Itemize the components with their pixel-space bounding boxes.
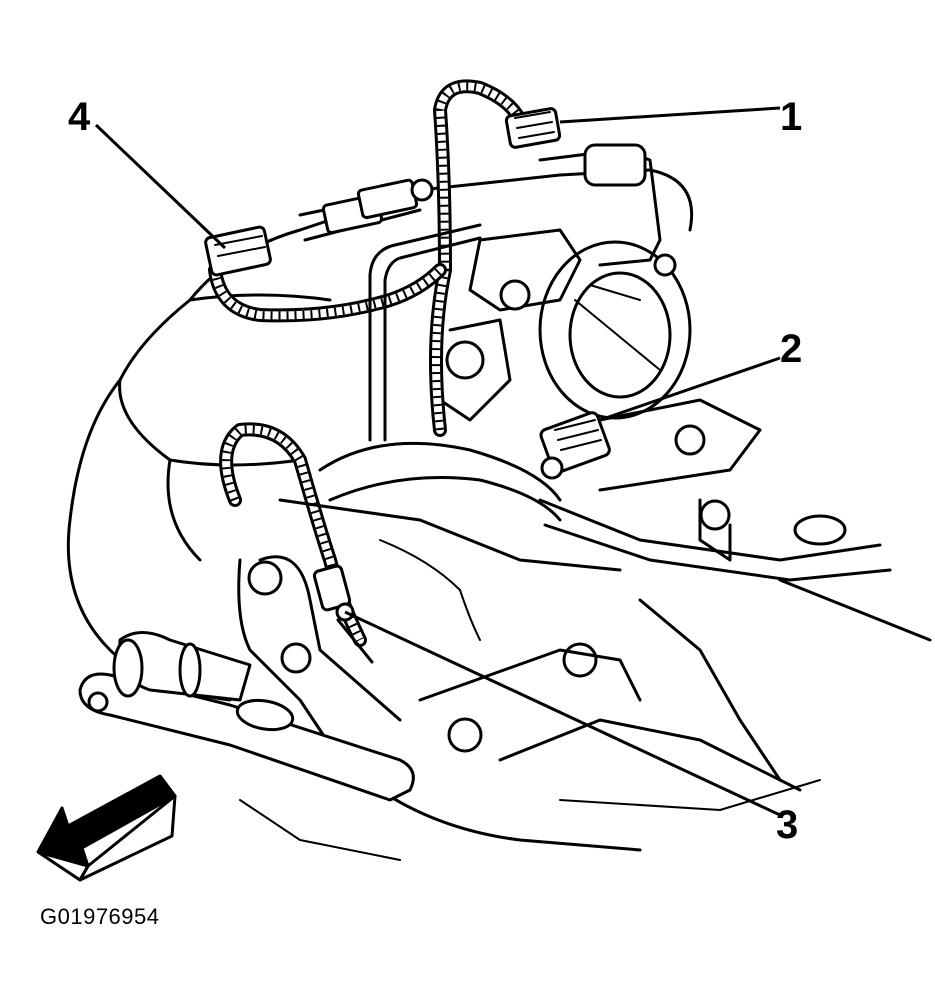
leader-line-1 [559,106,781,124]
callout-label-1: 1 [780,95,802,139]
fuel-rail [298,178,434,242]
leader-line-3 [344,610,781,817]
mounting-bracket [237,555,821,861]
right-bracket [598,398,932,782]
connector-1 [504,107,562,149]
sensor-connector [312,564,374,664]
harness-left [208,263,447,323]
harness-upper [429,79,527,437]
throttle-position-connector [539,411,611,480]
callout-label-4: 4 [68,95,91,139]
vacuum-hose [368,223,482,442]
leader-lines [94,106,781,817]
front-direction-arrow-icon [36,774,177,882]
coolant-tubes [278,441,892,641]
leader-line-2 [599,356,781,422]
lower-pipe [78,631,415,802]
throttle-body [438,143,692,422]
leader-line-4 [94,123,227,250]
figure-id-label: G01976954 [40,904,160,929]
connector-4 [204,225,272,277]
callout-label-2: 2 [780,327,802,371]
callout-label-3: 3 [776,803,798,847]
